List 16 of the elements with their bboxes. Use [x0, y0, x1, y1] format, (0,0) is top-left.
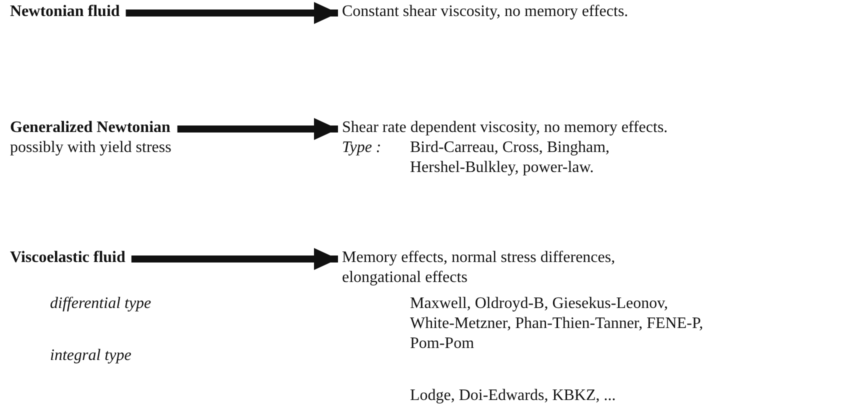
- block-arrow: [126, 2, 338, 24]
- property-description: Memory effects, normal stress differences, elongational effects: [342, 248, 682, 288]
- property-description: Shear rate dependent viscosity, no memory effects.: [342, 118, 822, 138]
- model-list: Bird-Carreau, Cross, Bingham, Hershel-Bulkley, power-law.: [410, 138, 650, 178]
- type-label: differential type: [50, 294, 152, 314]
- property-description: Constant shear viscosity, no memory effects.: [342, 2, 822, 22]
- model-list: Lodge, Doi-Edwards, KBKZ, ...: [410, 386, 710, 406]
- fluid-class-heading: Viscoelastic fluid: [10, 248, 126, 268]
- fluid-class-heading: Newtonian fluid: [10, 2, 121, 22]
- block-arrow: [177, 118, 338, 140]
- fluid-class-heading: Generalized Newtonian: [10, 118, 172, 138]
- block-arrow: [131, 248, 338, 270]
- type-label: integral type: [50, 346, 132, 366]
- note-text: possibly with yield stress: [10, 138, 172, 158]
- type-label: Type :: [342, 138, 382, 158]
- model-list: Maxwell, Oldroyd-B, Giesekus-Leonov, White-Metzner, Phan-Thien-Tanner, FENE-P, Pom-Pom: [410, 294, 710, 354]
